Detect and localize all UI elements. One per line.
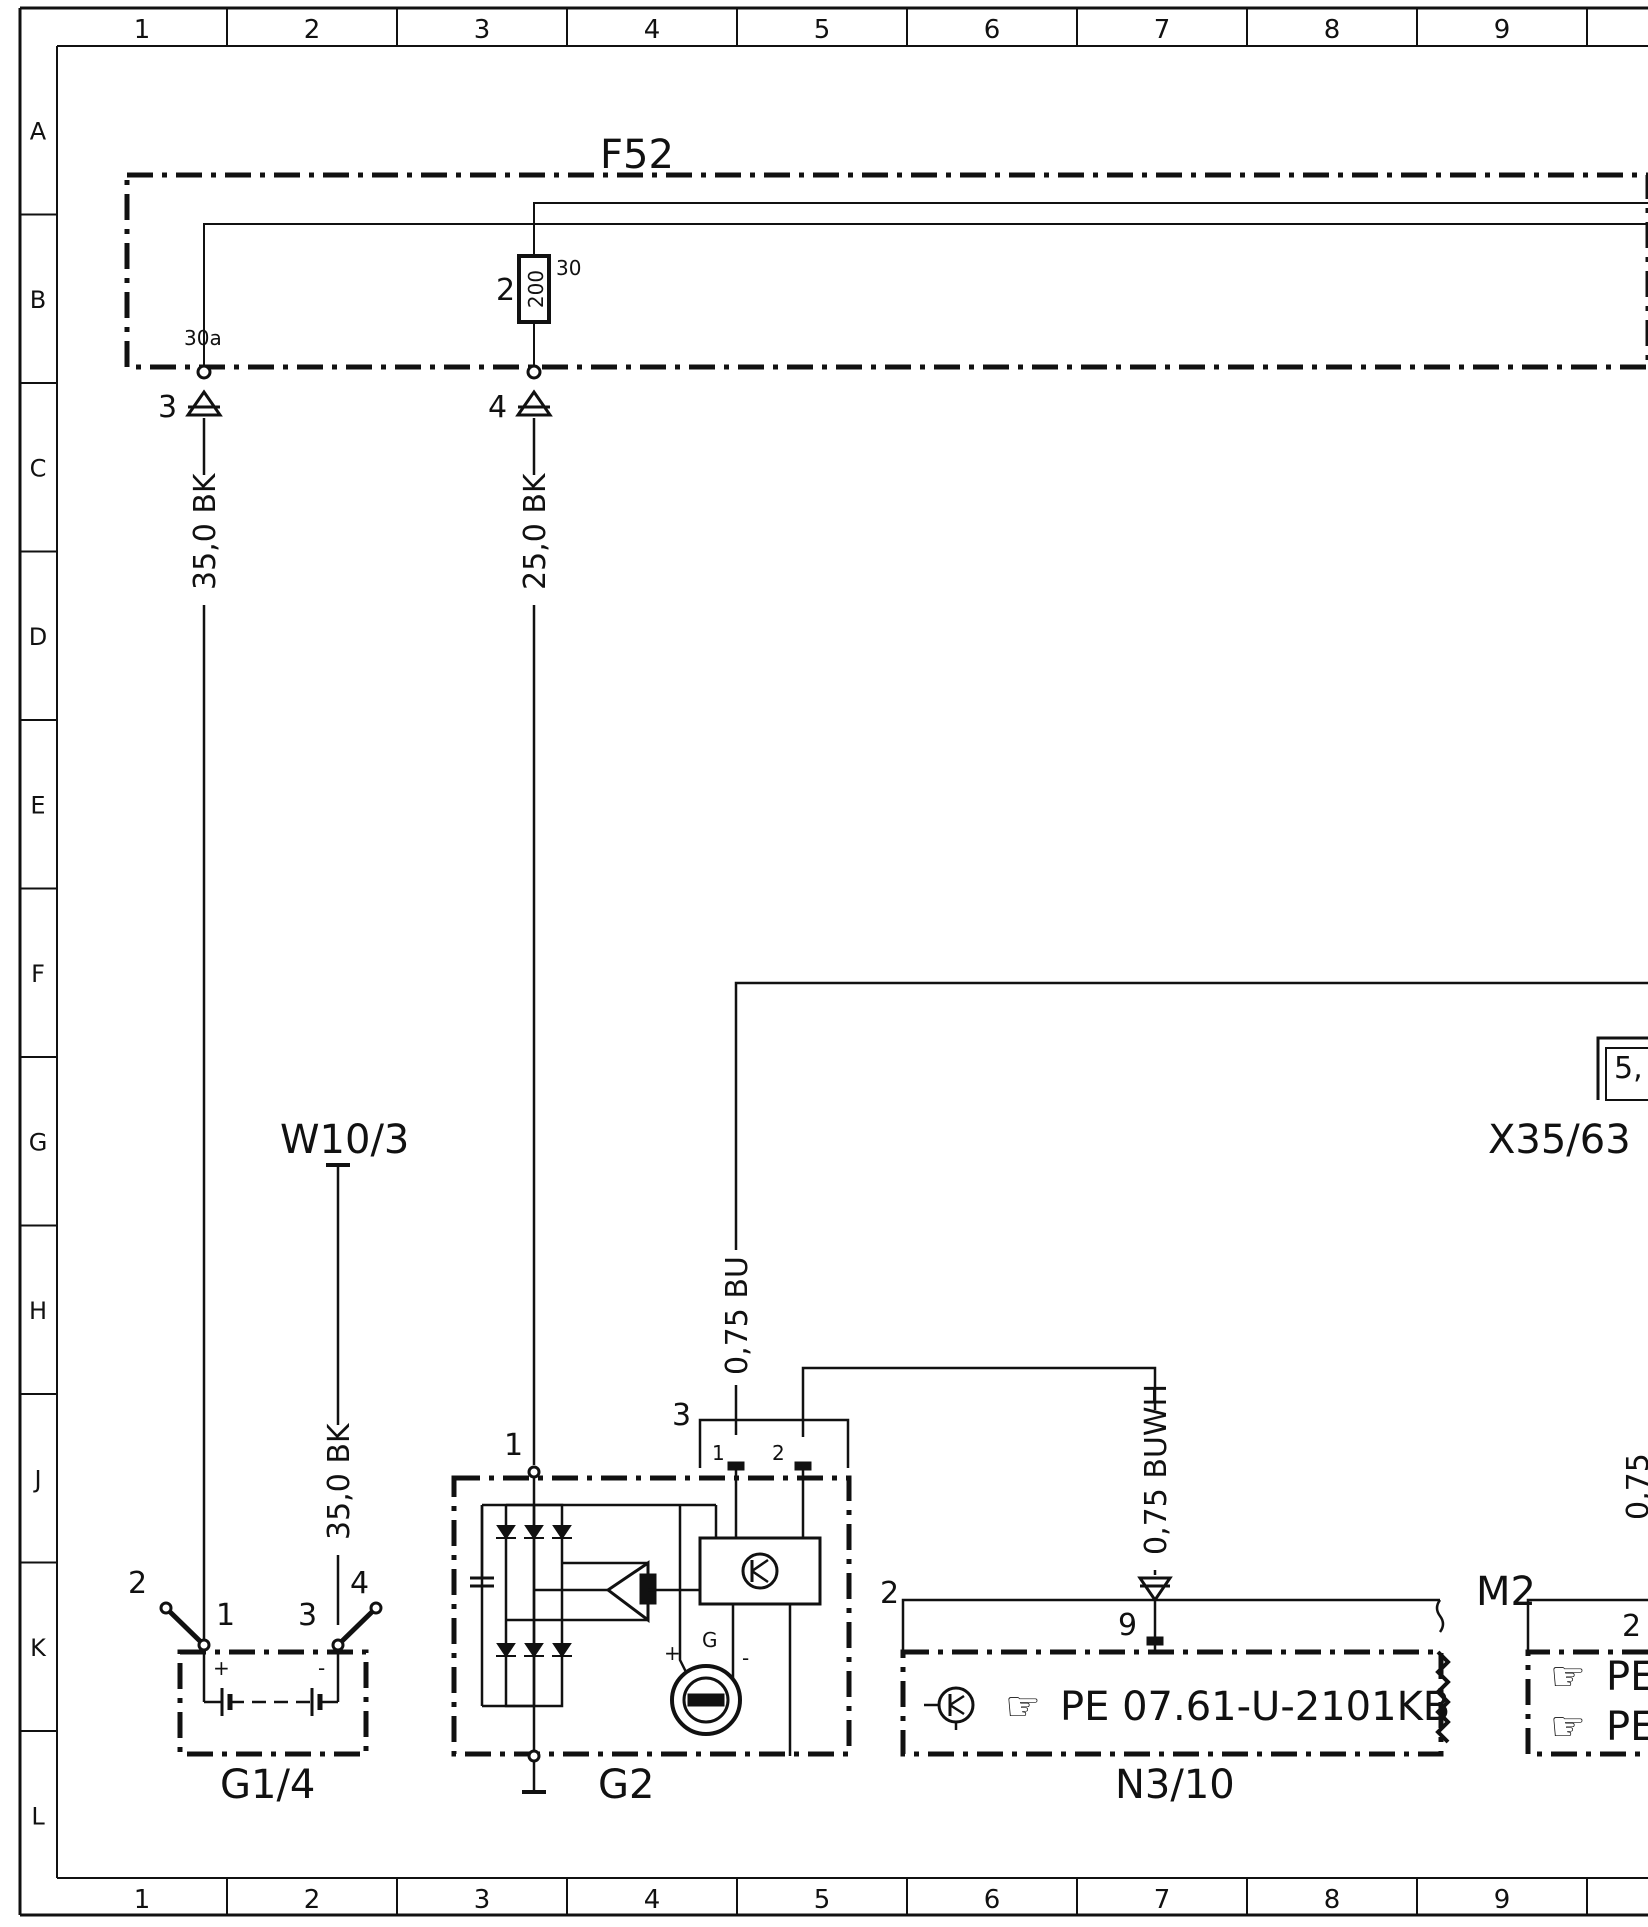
wire-lines: [202, 418, 1648, 1645]
fuse-pin-right: 30: [556, 256, 581, 280]
alternator-label: G2: [598, 1762, 654, 1808]
column-label-top-6: 6: [984, 15, 1001, 45]
fuse-value: 200: [524, 270, 548, 308]
control-unit-pin-9: 9: [1118, 1608, 1137, 1643]
generator-symbol-label: G: [702, 1628, 718, 1652]
column-labels-top: 1 2 3 4 5 6 7 8 9: [134, 15, 1511, 45]
battery-pin-1: 1: [216, 1598, 235, 1633]
motor-reference-icon-1: ☞: [1550, 1654, 1586, 1700]
control-unit-n3-10: [900, 1576, 1451, 1757]
motor-reference-1: PE: [1606, 1654, 1648, 1700]
row-label-D: D: [29, 623, 47, 651]
column-label-top-4: 4: [644, 15, 661, 45]
control-unit-label: N3/10: [1115, 1762, 1235, 1808]
column-label-bottom-8: 8: [1324, 1885, 1341, 1915]
row-labels: A B C D E F G H J K L: [29, 117, 48, 1830]
wire-label-35-bk: 35,0 BK: [188, 472, 223, 590]
battery-g1-4: [159, 1601, 383, 1757]
row-label-B: B: [30, 286, 46, 314]
column-label-top-7: 7: [1154, 15, 1171, 45]
column-label-bottom-2: 2: [304, 1885, 321, 1915]
row-label-K: K: [30, 1634, 47, 1662]
battery-label: G1/4: [220, 1762, 315, 1808]
motor-reference-icon-2: ☞: [1550, 1704, 1586, 1750]
row-label-L: L: [31, 1802, 45, 1830]
f52-connector-pin-3: 3: [158, 390, 177, 425]
alternator-plug-2: 2: [772, 1441, 785, 1465]
row-label-E: E: [30, 791, 45, 819]
connector-partial-box-label: 5,: [1614, 1051, 1643, 1086]
ground-w10-3-label: W10/3: [280, 1117, 409, 1163]
row-label-G: G: [29, 1128, 48, 1156]
column-label-top-9: 9: [1494, 15, 1511, 45]
column-label-top-3: 3: [474, 15, 491, 45]
fuse-box-f52: F52 200 2 30 30a: [124, 132, 1648, 380]
wire-label-35-bk-ground: 35,0 BK: [322, 1422, 357, 1540]
column-label-bottom-9: 9: [1494, 1885, 1511, 1915]
control-unit-reference: PE 07.61-U-2101KB: [1060, 1684, 1450, 1730]
column-label-top-5: 5: [814, 15, 831, 45]
alternator-pin-1: 1: [504, 1428, 523, 1463]
battery-plus: +: [213, 1656, 230, 1680]
row-label-A: A: [30, 117, 47, 145]
row-label-H: H: [29, 1297, 47, 1325]
column-labels-bottom: 1 2 3 4 5 6 7 8 9: [134, 1885, 1511, 1915]
connector-x35-63-partial: [1596, 1036, 1648, 1101]
row-label-F: F: [31, 960, 45, 988]
row-label-J: J: [32, 1465, 41, 1493]
motor-label: M2: [1476, 1569, 1536, 1615]
motor-m2-partial: [1525, 1598, 1648, 1757]
f52-connector-pin-4: 4: [488, 390, 507, 425]
fuse-pin-left: 2: [496, 273, 515, 308]
control-unit-pin-2: 2: [880, 1576, 899, 1611]
battery-pin-3: 3: [298, 1598, 317, 1633]
column-label-bottom-3: 3: [474, 1885, 491, 1915]
wire-label-075-buwh: 0,75 BUWH: [1139, 1384, 1174, 1555]
column-label-bottom-7: 7: [1154, 1885, 1171, 1915]
fuse-element: [517, 254, 551, 324]
column-label-top-8: 8: [1324, 15, 1341, 45]
battery-minus: -: [318, 1656, 325, 1680]
connector-label: X35/63: [1488, 1117, 1631, 1163]
column-label-bottom-6: 6: [984, 1885, 1001, 1915]
alternator-minus: -: [742, 1646, 749, 1670]
row-label-C: C: [30, 454, 47, 482]
connector-symbols-f52: [185, 389, 553, 417]
wire-label-075-bu: 0,75 BU: [720, 1256, 755, 1375]
alternator-plug-1: 1: [712, 1441, 725, 1465]
fuse-box-label: F52: [600, 132, 674, 178]
wire-label-075-partial: 0,75: [1621, 1453, 1648, 1520]
column-label-bottom-5: 5: [814, 1885, 831, 1915]
wire-label-25-bk: 25,0 BK: [518, 472, 553, 590]
alternator-g2: [451, 1418, 852, 1794]
battery-pin-4: 4: [350, 1566, 369, 1601]
column-label-bottom-4: 4: [644, 1885, 661, 1915]
column-label-top-2: 2: [304, 15, 321, 45]
battery-pin-2: 2: [128, 1566, 147, 1601]
motor-reference-2: PE: [1606, 1704, 1648, 1750]
reference-hand-icon: ☞: [1005, 1684, 1041, 1730]
column-label-top-1: 1: [134, 15, 151, 45]
drawing-frame: [18, 6, 1648, 1917]
alternator-pin-3: 3: [672, 1398, 691, 1433]
terminal-30: [526, 364, 542, 380]
motor-pin-2: 2: [1622, 1609, 1641, 1644]
terminal-30a: [196, 364, 212, 380]
terminal-30a-label: 30a: [184, 326, 222, 350]
alternator-plus: +: [664, 1641, 681, 1665]
column-label-bottom-1: 1: [134, 1885, 151, 1915]
